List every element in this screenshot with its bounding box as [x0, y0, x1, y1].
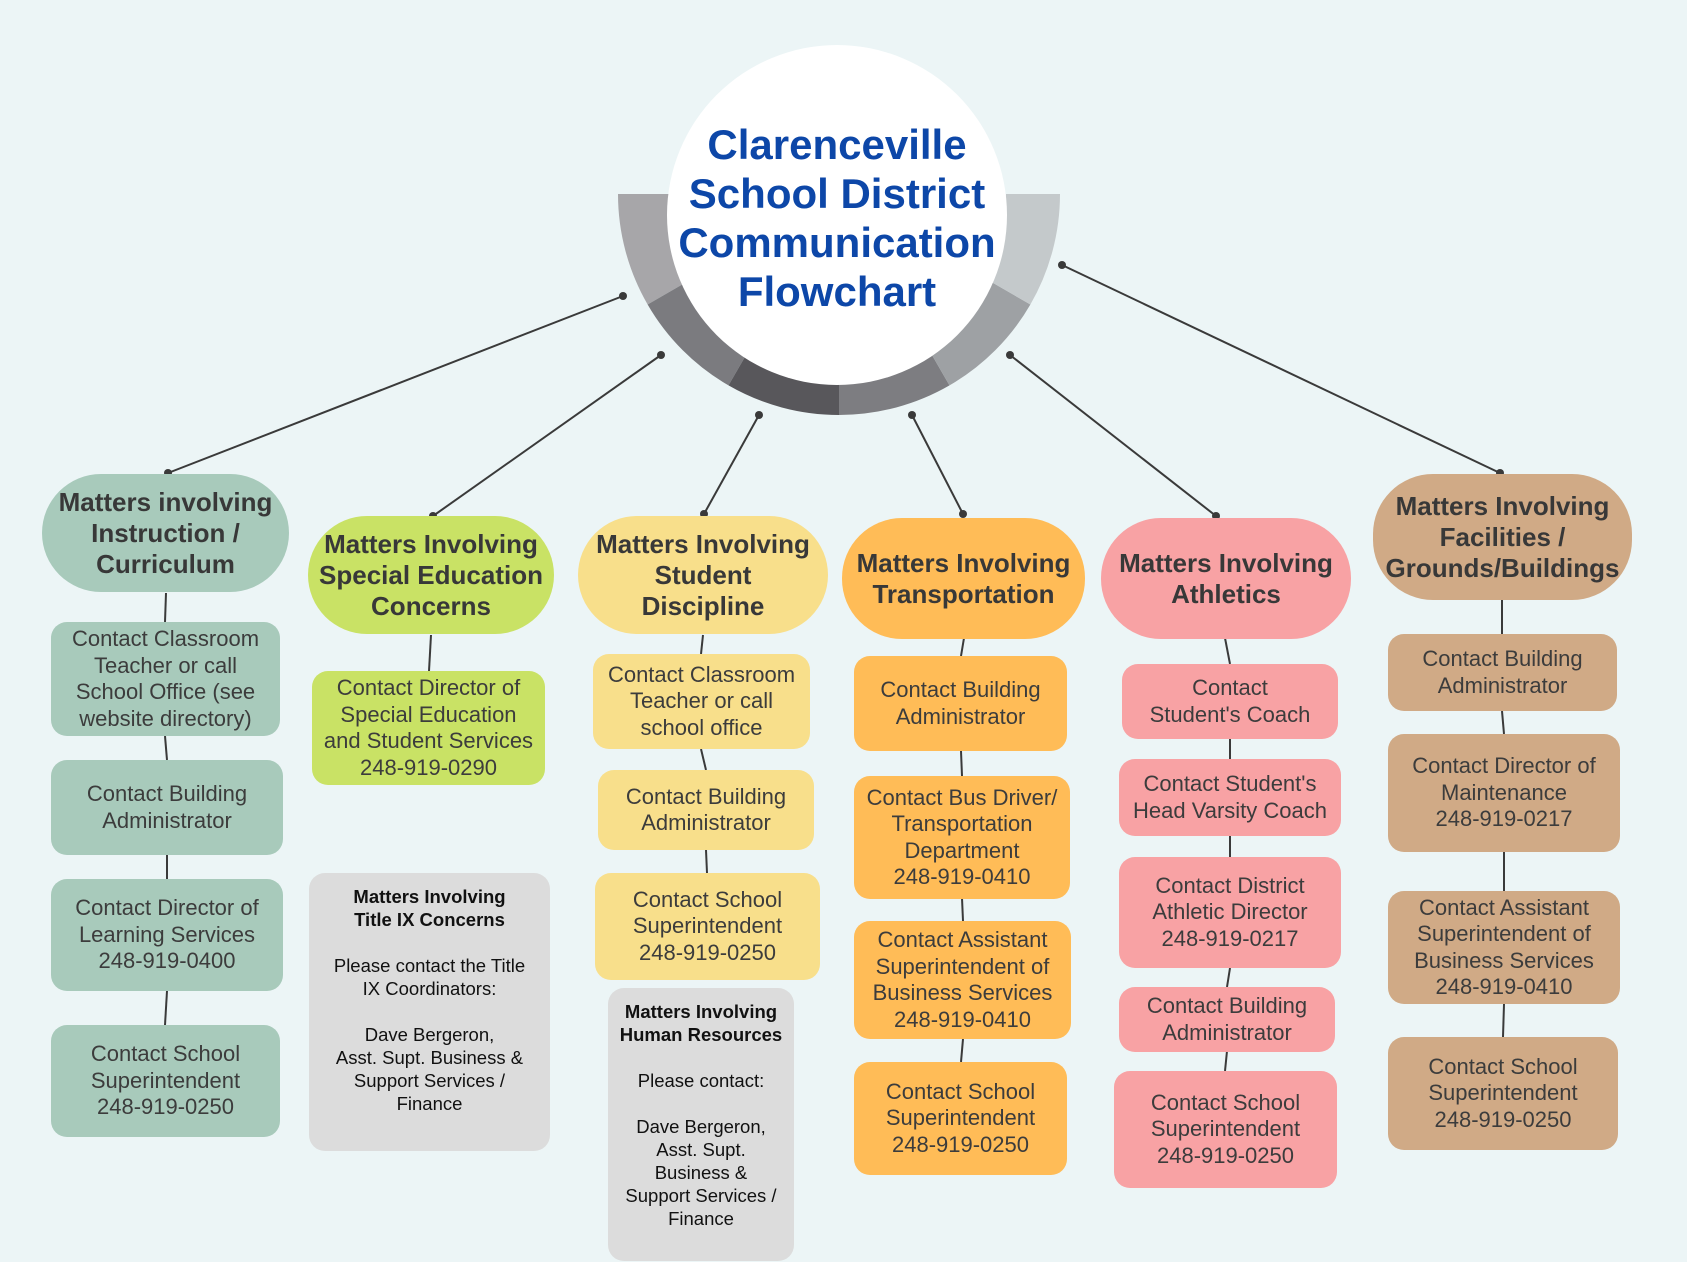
step-link: [164, 592, 167, 623]
step-transportation: Contact School Superintendent 248-919-02…: [854, 1062, 1067, 1175]
step-link: [1226, 967, 1231, 988]
step-link: [164, 990, 168, 1026]
step-transportation: Contact Bus Driver/ Transportation Depar…: [854, 776, 1070, 899]
header-athletics: Matters Involving Athletics: [1101, 518, 1351, 639]
step-special-education: Contact Director of Special Education an…: [312, 671, 545, 785]
step-athletics: Contact School Superintendent 248-919-02…: [1114, 1071, 1337, 1188]
connector-dot: [657, 351, 665, 359]
step-student-discipline: Contact Building Administrator: [598, 770, 814, 850]
connector-facilities: [1061, 264, 1501, 474]
step-athletics: Contact Student's Head Varsity Coach: [1119, 759, 1341, 836]
connector-instruction: [167, 295, 624, 474]
step-athletics: Contact Building Administrator: [1119, 987, 1335, 1052]
header-facilities: Matters Involving Facilities / Grounds/B…: [1373, 474, 1632, 600]
step-link: [960, 637, 965, 657]
step-link: [1224, 637, 1231, 665]
header-transportation: Matters Involving Transportation: [842, 518, 1085, 639]
info-box-title: Matters Involving Title IX Concerns: [353, 886, 506, 930]
connector-dot: [755, 411, 763, 419]
title-circle: Clarenceville School District Communicat…: [667, 45, 1007, 385]
connector-dot: [1058, 261, 1066, 269]
connector-dot: [1006, 351, 1014, 359]
connector-athletics: [1009, 354, 1217, 517]
step-link: [428, 634, 432, 672]
step-facilities: Contact School Superintendent 248-919-02…: [1388, 1037, 1618, 1150]
connector-special-education: [432, 354, 662, 517]
header-student-discipline: Matters Involving Student Discipline: [578, 516, 828, 634]
header-special-education: Matters Involving Special Education Conc…: [308, 516, 554, 634]
step-athletics: Contact Student's Coach: [1122, 664, 1338, 739]
step-link: [1502, 1003, 1505, 1038]
step-link: [700, 634, 704, 655]
step-facilities: Contact Building Administrator: [1388, 634, 1617, 711]
header-instruction: Matters involving Instruction / Curricul…: [42, 474, 289, 592]
connector-dot: [959, 510, 967, 518]
step-athletics: Contact District Athletic Director 248-9…: [1119, 857, 1341, 968]
step-link: [960, 750, 963, 777]
step-facilities: Contact Assistant Superintendent of Busi…: [1388, 891, 1620, 1004]
step-link: [705, 849, 708, 874]
step-facilities: Contact Director of Maintenance 248-919-…: [1388, 734, 1620, 852]
step-transportation: Contact Assistant Superintendent of Busi…: [854, 921, 1071, 1039]
connector-transportation: [911, 414, 964, 515]
step-link: [960, 1038, 964, 1063]
connector-student-discipline: [703, 414, 760, 515]
connector-dot: [908, 411, 916, 419]
info-box-title: Matters Involving Human Resources: [619, 1001, 783, 1045]
step-instruction: Contact Director of Learning Services 24…: [51, 879, 283, 991]
step-instruction: Contact Building Administrator: [51, 760, 283, 855]
step-link: [700, 748, 707, 771]
step-instruction: Contact Classroom Teacher or call School…: [51, 622, 280, 736]
step-link: [164, 735, 168, 761]
step-link: [961, 897, 964, 922]
connector-dot: [619, 292, 627, 300]
step-transportation: Contact Building Administrator: [854, 656, 1067, 751]
info-box-body: Please contact the Title IX Coordinators…: [333, 955, 526, 1114]
step-link: [1501, 710, 1505, 735]
page-title: Clarenceville School District Communicat…: [678, 121, 996, 315]
step-student-discipline: Contact Classroom Teacher or call school…: [593, 654, 810, 749]
step-student-discipline: Contact School Superintendent 248-919-02…: [595, 873, 820, 980]
step-link: [1224, 1050, 1228, 1072]
step-instruction: Contact School Superintendent 248-919-02…: [51, 1025, 280, 1137]
info-box-body: Please contact: Dave Bergeron, Asst. Sup…: [625, 1070, 777, 1229]
